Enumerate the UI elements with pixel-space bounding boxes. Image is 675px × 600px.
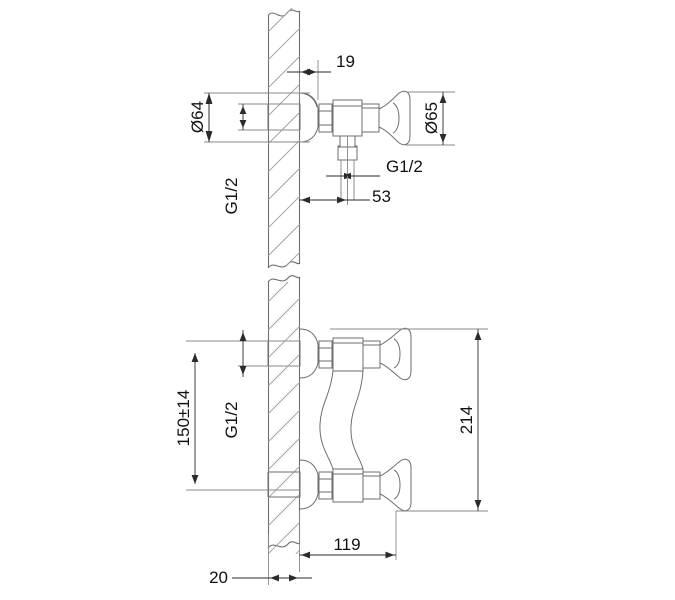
upper-flange-outer-top — [299, 92, 318, 108]
wall-break-top — [267, 9, 301, 17]
arrow-g12upper-top — [239, 106, 247, 114]
wall-hatch-top — [268, 8, 300, 266]
lower-top-handle — [379, 327, 412, 381]
arrow-20-left — [270, 574, 279, 582]
arrow-g12lower-top — [239, 332, 247, 341]
arrow-53-left — [301, 196, 310, 204]
lower-top-hex-nut — [318, 340, 333, 369]
arrow-g12out-right — [344, 172, 353, 180]
dimlabel-19: 19 — [336, 52, 355, 71]
arrow-g12upper-bot — [239, 120, 247, 128]
upper-hex-nut — [318, 103, 333, 133]
dimlabel-20: 20 — [209, 568, 228, 587]
dimlabel-150: 150±14 — [174, 390, 193, 447]
dimlabel-g12-outlet: G1/2 — [386, 157, 423, 176]
arrow-g12lower-bot — [239, 366, 247, 375]
dimlabel-g12-lower: G1/2 — [222, 402, 241, 439]
arrow-53-right — [337, 196, 346, 204]
riser-pipe-left-edge — [319, 370, 334, 470]
wall-hatch-bottom — [268, 282, 300, 554]
arrow-214-top — [474, 331, 482, 340]
arrow-dia65-bot — [439, 134, 447, 143]
lower-bot-handle-waist — [393, 469, 401, 500]
upper-flange — [299, 92, 319, 143]
wall-break-middle-lower — [267, 275, 301, 283]
lower-bot-inlet-shank — [268, 471, 301, 498]
arrow-19-right — [307, 68, 317, 76]
upper-dimension-group: Ø64 G1/2 19 Ø65 — [188, 52, 455, 214]
upper-valve-body — [332, 99, 363, 137]
wall-break-bottom — [267, 541, 301, 549]
lower-dimension-group: 150±14 G1/2 214 119 — [174, 328, 488, 587]
upper-handle-waist — [392, 102, 400, 134]
arrow-dia65-top — [439, 94, 447, 103]
arrow-214-bot — [474, 500, 482, 509]
arrow-150-bot — [191, 475, 199, 484]
lower-valve-assembly — [267, 327, 412, 512]
dimlabel-119: 119 — [333, 535, 360, 554]
lower-top-flange — [299, 328, 319, 379]
arrow-119-right — [385, 551, 395, 559]
dimlabel-53: 53 — [372, 187, 391, 206]
lower-bot-flange — [299, 459, 319, 510]
dimlabel-214: 214 — [457, 406, 476, 434]
lower-bot-hex-nut — [318, 471, 333, 500]
riser-pipe-right-edge — [350, 370, 364, 470]
dimlabel-g12-upper: G1/2 — [222, 178, 241, 215]
arrow-150-top — [191, 353, 199, 362]
lower-bot-handle — [379, 458, 412, 512]
dimlabel-dia65: Ø65 — [422, 102, 441, 134]
wall-section — [267, 8, 301, 554]
lower-top-handle-waist — [393, 338, 401, 369]
arrow-119-left — [301, 551, 310, 559]
upper-handle — [378, 90, 411, 146]
wall-break-middle-upper — [267, 261, 301, 269]
dimlabel-dia64: Ø64 — [188, 101, 207, 133]
arrow-20-right — [289, 574, 298, 582]
